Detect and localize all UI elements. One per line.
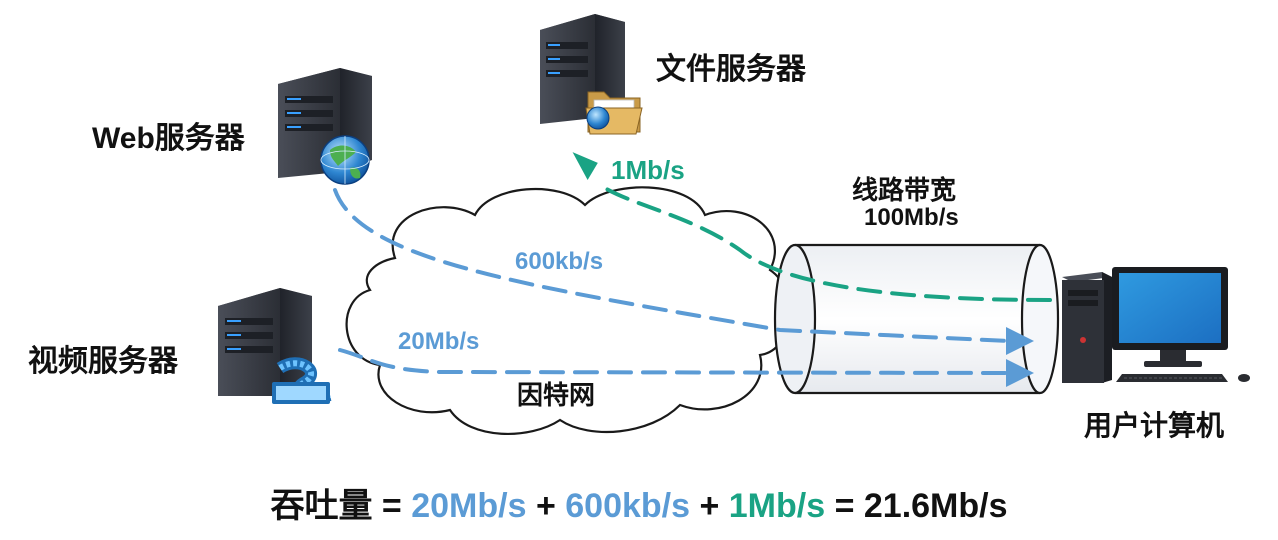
monitor-icon (1112, 267, 1228, 367)
file-server-label: 文件服务器 (656, 53, 806, 86)
file-flow-arrow (572, 152, 598, 180)
formula-equals: = (825, 487, 864, 525)
link-bandwidth-label: 线路带宽 (852, 175, 957, 205)
formula-plus: + (526, 487, 566, 525)
link-pipe (773, 243, 1060, 395)
link-bandwidth-value: 100Mb/s (864, 204, 959, 231)
file-flow-line (598, 183, 1052, 302)
video-server-label: 视频服务器 (28, 345, 178, 378)
film-icon (272, 357, 332, 404)
formula-video-rate: 20Mb/s (411, 487, 527, 525)
video-flow-rate: 20Mb/s (398, 328, 480, 355)
user-computer-label: 用户计算机 (1084, 410, 1225, 441)
file-flow-rate: 1Mb/s (611, 155, 685, 185)
web-server-label: Web服务器 (92, 122, 245, 155)
keyboard-icon (1116, 374, 1228, 382)
formula-file-rate: 1Mb/s (728, 487, 826, 525)
video-flow-arrow (1006, 359, 1034, 387)
user-computer (1062, 267, 1250, 383)
video-flow-line (338, 348, 1010, 375)
formula-term: 吞吐量 (270, 487, 373, 525)
formula-plus: + (690, 487, 729, 525)
web-flow-rate: 600kb/s (515, 248, 604, 275)
internet-label: 因特网 (517, 380, 596, 410)
throughput-formula: 吞吐量 = 20Mb/s + 600kb/s + 1Mb/s = 21.6Mb/… (0, 478, 1278, 527)
globe-icon (320, 135, 370, 185)
web-flow-line (333, 188, 1010, 343)
web-flow-arrow (1006, 327, 1034, 355)
formula-result: 21.6Mb/s (863, 487, 1008, 525)
mouse-icon (1238, 374, 1250, 382)
tower-icon (1062, 272, 1112, 383)
flow-lines (333, 152, 1052, 387)
formula-web-rate: 600kb/s (565, 487, 691, 525)
folder-icon (585, 91, 643, 135)
formula-equals: = (372, 487, 412, 525)
